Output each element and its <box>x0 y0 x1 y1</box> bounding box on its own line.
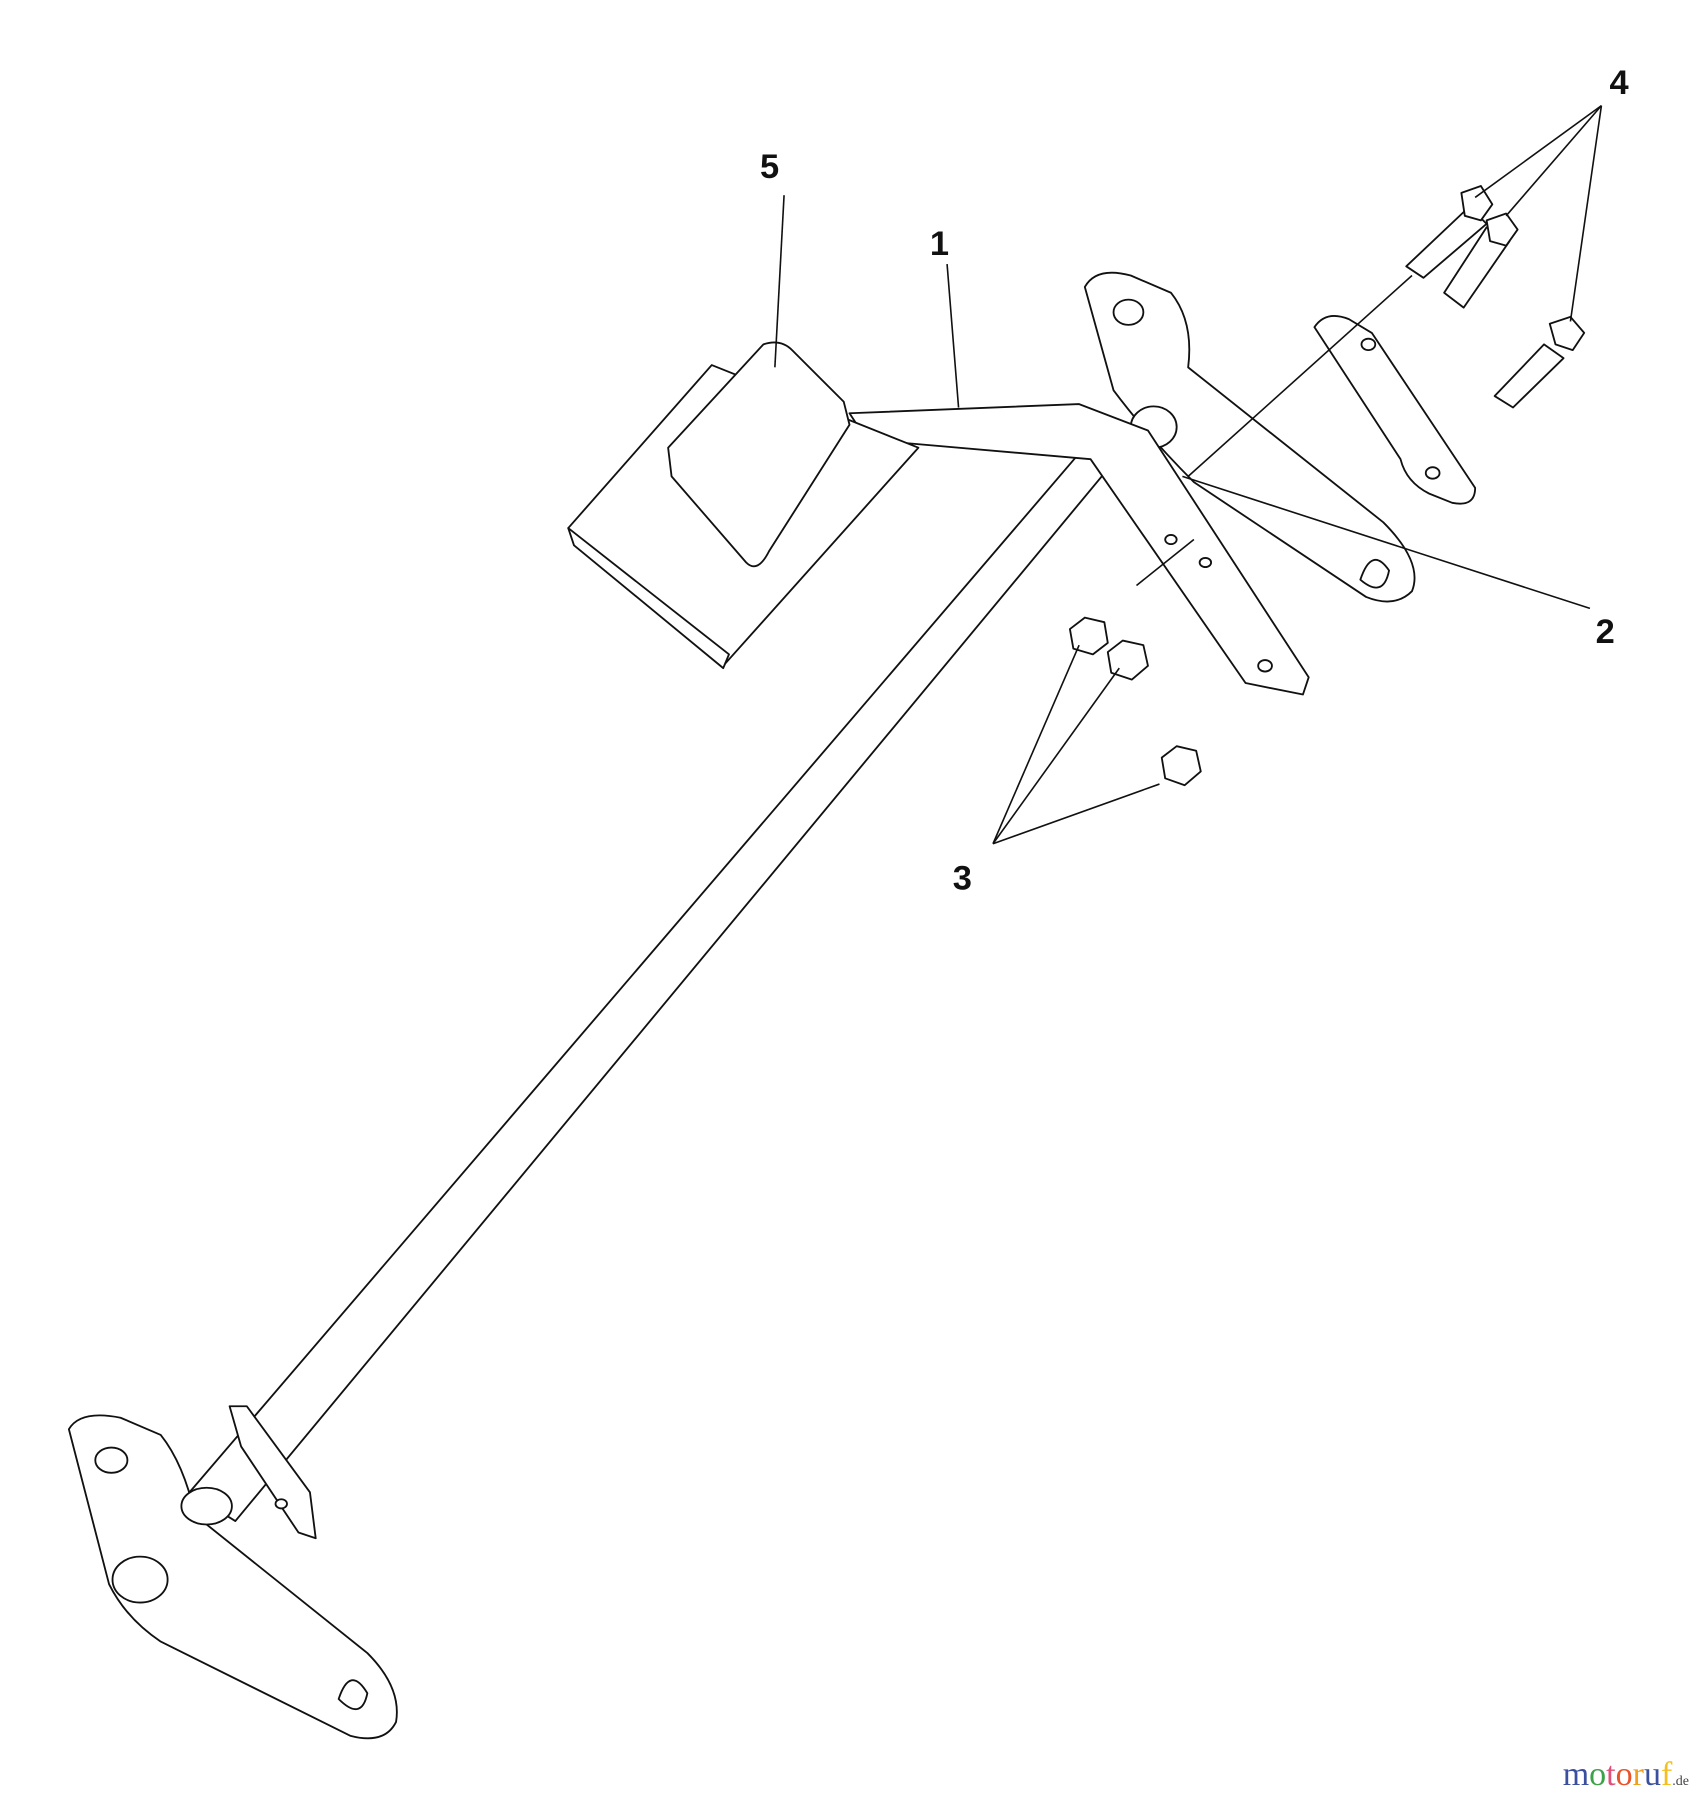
watermark-letter: f <box>1660 1756 1673 1793</box>
watermark-letter: r <box>1632 1756 1644 1793</box>
shaft <box>188 452 1113 1522</box>
callout-1: 1 <box>930 225 949 263</box>
pedal-arm <box>848 403 1310 696</box>
watermark-letter: o <box>1615 1756 1633 1793</box>
callout-4: 4 <box>1609 64 1628 102</box>
pedal-pad <box>567 341 920 670</box>
watermark-logo: motoruf.de <box>1563 1756 1689 1794</box>
nuts <box>1068 616 1202 787</box>
callout-5: 5 <box>760 148 779 186</box>
bolts <box>1405 185 1586 409</box>
watermark-suffix: .de <box>1672 1774 1689 1789</box>
lower-pivot-plate <box>67 1405 398 1740</box>
watermark-letter: t <box>1606 1756 1616 1793</box>
watermark-text: motoruf <box>1563 1756 1673 1793</box>
watermark-letter: o <box>1589 1756 1607 1793</box>
leader-lines <box>774 104 1603 845</box>
assembly-lines <box>1135 274 1413 587</box>
callout-3: 3 <box>953 860 972 898</box>
watermark-letter: m <box>1562 1756 1590 1793</box>
mounting-plate-2 <box>1313 315 1477 505</box>
callout-2: 2 <box>1596 613 1615 651</box>
watermark-letter: u <box>1643 1756 1661 1793</box>
